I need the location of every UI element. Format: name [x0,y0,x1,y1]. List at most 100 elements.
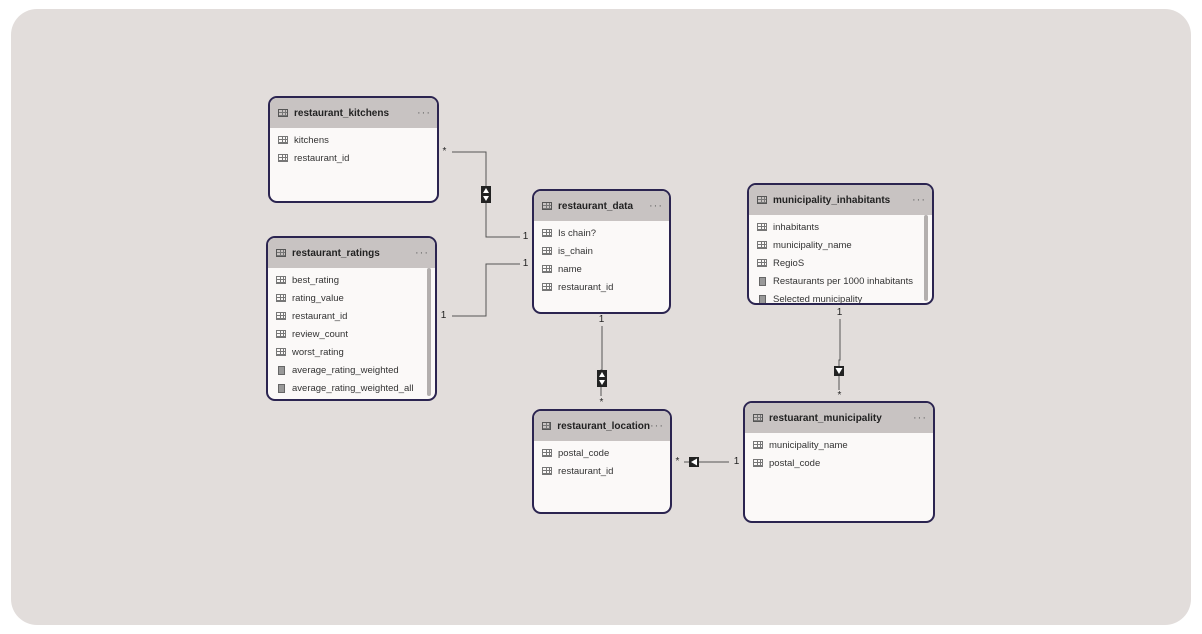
field-name: municipality_name [769,439,848,451]
field-row[interactable]: municipality_name [745,436,933,454]
field-row[interactable]: municipality_name [749,236,932,254]
cardinality-label: 1 [522,231,529,242]
table-title: restuarant_municipality [769,412,882,424]
table-header[interactable]: restaurant_ratings ··· [268,238,435,268]
table-header[interactable]: municipality_inhabitants ··· [749,185,932,215]
field-row[interactable]: best_rating [268,271,435,289]
field-row[interactable]: average_rating_weighted_all [268,379,435,397]
column-icon [276,348,286,356]
field-name: restaurant_id [558,281,614,293]
more-options-icon[interactable]: ··· [650,420,664,432]
scrollbar[interactable] [427,268,431,396]
table-icon [542,202,552,210]
field-row[interactable]: restaurant_id [270,149,437,167]
field-name: restaurant_id [558,465,614,477]
relationship-ratings-data [452,263,520,317]
more-options-icon[interactable]: ··· [913,412,927,424]
field-row[interactable]: Is chain? [534,224,669,242]
field-row[interactable]: restaurant_id [534,462,670,480]
more-options-icon[interactable]: ··· [649,200,663,212]
field-name: Restaurants per 1000 inhabitants [773,275,913,287]
measure-icon [278,383,285,393]
field-row[interactable]: kitchens [270,131,437,149]
field-row[interactable]: is_chain [534,242,669,260]
field-name: best_rating [292,274,340,286]
field-name: municipality_name [773,239,852,251]
more-options-icon[interactable]: ··· [912,194,926,206]
field-name: postal_code [769,457,821,469]
field-name: review_count [292,328,348,340]
cross-filter-left-icon [689,457,699,467]
field-row[interactable]: Restaurants per 1000 inhabitants [749,272,932,290]
table-header[interactable]: restaurant_location ··· [534,411,670,441]
column-icon [542,467,552,475]
table-restaurant-location[interactable]: restaurant_location ··· postal_code rest… [532,409,672,514]
field-row[interactable]: rating_value [268,289,435,307]
table-restaurant-kitchens[interactable]: restaurant_kitchens ··· kitchens restaur… [268,96,439,203]
field-row[interactable]: review_count [268,325,435,343]
cardinality-label: 1 [733,456,740,467]
column-icon [542,283,552,291]
more-options-icon[interactable]: ··· [417,107,431,119]
column-icon [757,241,767,249]
column-icon [276,330,286,338]
table-title: restaurant_data [558,200,634,212]
column-icon [753,459,763,467]
table-header[interactable]: restaurant_kitchens ··· [270,98,437,128]
column-icon [278,154,288,162]
table-icon [753,414,763,422]
cross-filter-both-icon [597,370,607,387]
field-row[interactable]: restaurant_id [268,307,435,325]
model-canvas[interactable] [11,9,1191,625]
column-icon [542,265,552,273]
field-name: inhabitants [773,221,819,233]
cardinality-label: 1 [522,258,529,269]
cardinality-label: 1 [836,307,843,318]
column-icon [276,312,286,320]
field-name: kitchens [294,134,329,146]
scrollbar[interactable] [924,215,928,301]
field-row[interactable]: average_rating_weighted [268,361,435,379]
field-row[interactable]: name [534,260,669,278]
field-name: average_rating_weighted_all [292,382,414,394]
table-icon [276,249,286,257]
field-name: rating_value [292,292,344,304]
field-row[interactable]: RegioS [749,254,932,272]
table-title: restaurant_location [557,420,650,432]
field-row[interactable]: restaurant_id [534,278,669,296]
cardinality-label: * [442,146,447,157]
column-icon [542,229,552,237]
field-row[interactable]: Selected municipality [749,290,932,303]
table-restaurant-data[interactable]: restaurant_data ··· Is chain? is_chain n… [532,189,671,314]
field-name: name [558,263,582,275]
cardinality-label: * [599,397,604,408]
table-icon [757,196,767,204]
field-name: average_rating_weighted [292,364,399,376]
field-name: RegioS [773,257,805,269]
column-icon [542,247,552,255]
field-row[interactable]: inhabitants [749,218,932,236]
table-municipality-inhabitants[interactable]: municipality_inhabitants ··· inhabitants… [747,183,934,305]
field-name: is_chain [558,245,593,257]
measure-icon [759,276,766,286]
field-name: Is chain? [558,227,597,239]
cardinality-label: * [675,456,680,467]
table-header[interactable]: restuarant_municipality ··· [745,403,933,433]
cross-filter-down-icon [834,366,844,376]
column-icon [757,259,767,267]
relationship-inhabitants-municipality [838,319,841,390]
field-row[interactable]: worst_rating [268,343,435,361]
table-restaurant-ratings[interactable]: restaurant_ratings ··· best_rating ratin… [266,236,437,401]
field-row[interactable]: postal_code [534,444,670,462]
table-header[interactable]: restaurant_data ··· [534,191,669,221]
cardinality-label: 1 [440,310,447,321]
field-name: worst_rating [292,346,344,358]
field-row[interactable]: postal_code [745,454,933,472]
table-restuarant-municipality[interactable]: restuarant_municipality ··· municipality… [743,401,935,523]
cardinality-label: 1 [598,314,605,325]
measure-icon [278,365,285,375]
field-name: postal_code [558,447,610,459]
more-options-icon[interactable]: ··· [415,247,429,259]
table-icon [542,422,552,430]
table-icon [278,109,288,117]
